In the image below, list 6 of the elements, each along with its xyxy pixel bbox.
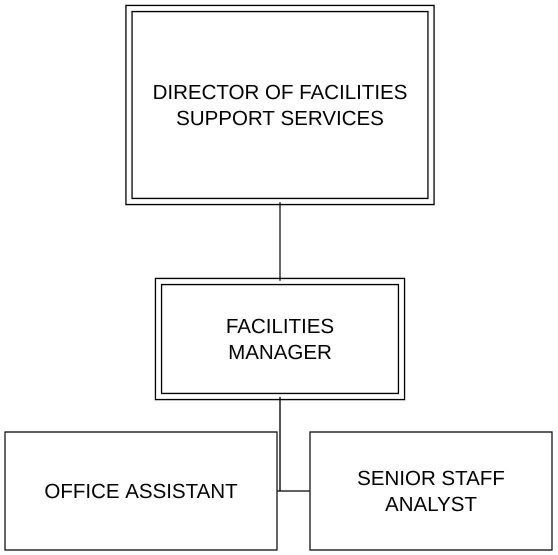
position-box: SENIOR STAFF ANALYST (309, 431, 553, 551)
connector-line (279, 202, 281, 281)
connector-line (279, 397, 310, 492)
title-box: DIRECTOR OF FACILITIES SUPPORT SERVICES (125, 4, 435, 206)
title-box: FACILITIES MANAGER (154, 278, 406, 400)
position-box: OFFICE ASSISTANT (4, 431, 278, 551)
